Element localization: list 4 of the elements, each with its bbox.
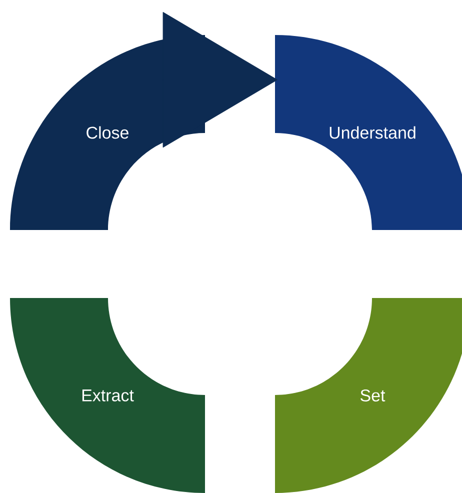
ring-segment: Set xyxy=(275,298,462,493)
ring-segment: Extract xyxy=(10,298,205,493)
arrow xyxy=(162,12,278,148)
ring-segment: Understand xyxy=(275,35,462,230)
